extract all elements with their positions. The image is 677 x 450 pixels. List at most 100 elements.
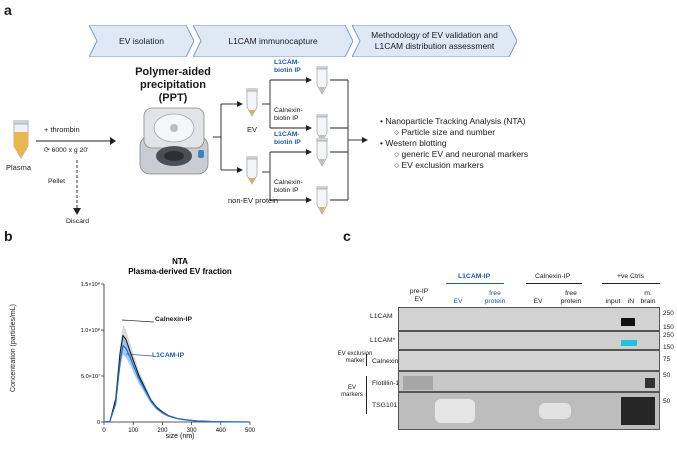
mw-marker: 75 <box>663 356 671 363</box>
x-tick-label: 500 <box>245 428 256 434</box>
step-methodology: Methodology of EV validation and L1CAM d… <box>352 25 517 57</box>
ppt-title: Polymer-aided precipitation (PPT) <box>118 66 228 105</box>
band <box>621 318 635 326</box>
methods-subitem: ○ Particle size and number <box>394 127 496 137</box>
col-ev-l1cam: EV <box>453 298 463 305</box>
band <box>403 376 433 390</box>
x-tick-label: 400 <box>216 428 227 434</box>
centrifuge-speed-label: ⟳ 6000 x g 20' <box>44 147 89 154</box>
chart-title: NTA <box>172 257 188 266</box>
methods-item: • Nanoparticle Tracking Analysis (NTA) <box>380 116 526 126</box>
step-label: Methodology of EV validation and L1CAM d… <box>371 30 498 51</box>
ip-branch-connector-icon <box>262 77 312 203</box>
annotation-leader-lines-icon <box>121 319 155 357</box>
ip-label-l1cam-top: L1CAM- biotin IP <box>274 59 301 74</box>
x-tick-label: 0 <box>102 428 106 434</box>
nta-chart: NTA Plasma-derived EV fraction 0 100 200 30… <box>81 257 256 440</box>
blot-row-flotillin <box>398 371 660 392</box>
blot-row-calnexin <box>398 350 660 371</box>
row-label-tsg101: TSG101 <box>372 402 398 409</box>
spin-icon: ⟳ <box>44 147 52 154</box>
side-label-ev-markers: EV markers <box>341 385 363 398</box>
methods-subitem: ○ EV exclusion markers <box>394 160 484 170</box>
mw-marker: 250 <box>663 332 674 339</box>
methods-list: • Nanoparticle Tracking Analysis (NTA) ○… <box>380 116 650 171</box>
blot-row-l1cam-star <box>398 331 660 350</box>
col-m-brain: m. brain <box>640 290 656 305</box>
side-rule-ev-markers <box>366 376 367 414</box>
step-label: L1CAM immunocapture <box>228 35 318 46</box>
col-group-l1cam-rule <box>446 283 504 284</box>
ev-label: EV <box>247 125 258 134</box>
methods-item: • Western blotting <box>380 138 447 148</box>
non-ev-tube-icon <box>246 156 258 185</box>
blot-row-tsg101 <box>398 392 660 430</box>
chart-xlabel: size (nm) <box>166 433 195 440</box>
ip-result-tube-icon <box>316 186 328 215</box>
x-tick-label: 100 <box>128 428 139 434</box>
col-group-l1cam-ip: L1CAM-IP <box>458 273 491 280</box>
row-label-l1cam-star: L1CAM* <box>370 337 396 344</box>
ppt-title-line: Polymer-aided <box>135 66 211 78</box>
y-tick-label: 5.0×10⁷ <box>81 373 100 380</box>
col-free-protein-calnexin: free protein <box>560 290 582 305</box>
plasma-label: Plasma <box>6 163 32 172</box>
ip-result-tube-icon <box>316 138 328 167</box>
ev-tube-icon <box>246 88 258 117</box>
panel-b-letter: b <box>4 228 13 244</box>
row-label-calnexin: Calnexin <box>372 358 399 365</box>
ip-label-calnexin-top: Calnexin- biotin IP <box>274 107 303 122</box>
step-ev-isolation: EV isolation <box>89 25 194 57</box>
x-tick-label: 200 <box>157 428 168 434</box>
ip-label-calnexin-bottom: Calnexin- biotin IP <box>274 179 303 194</box>
arrow-to-centrifuge-icon <box>36 137 116 145</box>
col-group-calnexin-ip: Calnexin-IP <box>535 273 571 280</box>
series-line-l1cam <box>103 344 251 423</box>
chart-ylabel: Concentration (particles/mL) <box>10 304 17 392</box>
y-tick-label: 0 <box>97 420 100 426</box>
mw-marker: 250 <box>663 310 674 317</box>
mw-marker: 50 <box>663 372 671 379</box>
col-group-calnexin-rule <box>526 283 582 284</box>
col-group-ctrls-rule <box>602 283 660 284</box>
annot-l1cam-ip: L1CAM-IP <box>152 352 185 359</box>
y-tick-label: 1.0×10⁸ <box>81 327 100 334</box>
methods-subitem: ○ generic EV and neuronal markers <box>394 149 529 159</box>
side-rule-exclusion <box>366 354 367 366</box>
step-l1cam-immunocapture: L1CAM immunocapture <box>193 25 353 57</box>
step-label: EV isolation <box>119 35 164 46</box>
band <box>645 378 655 388</box>
col-free-protein-l1cam: free protein <box>484 290 506 305</box>
ppt-title-line: precipitation <box>139 79 206 91</box>
col-group-ctrls: +ve Ctrls <box>617 273 645 280</box>
ip-result-tube-icon <box>316 66 328 95</box>
row-label-flotillin: Flotillin-1 <box>372 380 400 387</box>
mw-marker: 50 <box>663 398 671 405</box>
band <box>621 340 637 346</box>
band <box>435 399 475 423</box>
panel-c-letter: c <box>343 228 351 244</box>
merge-bracket-icon <box>330 79 368 201</box>
blot-row-l1cam <box>398 307 660 331</box>
chart-subtitle: Plasma-derived EV fraction <box>128 267 232 276</box>
plasma-tube-icon <box>13 120 29 159</box>
split-connector-icon <box>213 101 243 173</box>
ip-label-l1cam-bottom: L1CAM- biotin IP <box>274 131 301 146</box>
mw-marker: 150 <box>663 344 674 351</box>
row-label-l1cam: L1CAM <box>370 313 393 320</box>
discard-label: Discard <box>66 218 90 225</box>
centrifuge-icon <box>139 107 209 175</box>
non-ev-label: non-EV protein <box>228 196 279 205</box>
ppt-title-line: (PPT) <box>158 92 188 104</box>
thrombin-label: + thrombin <box>44 125 80 134</box>
pellet-arrow-icon <box>73 160 81 215</box>
col-pre-ip-ev: pre-IP EV <box>409 288 429 303</box>
col-in: iN <box>627 298 635 305</box>
annot-calnexin-ip: Calnexin-IP <box>155 316 193 323</box>
side-label-exclusion: EV exclusion marker <box>337 351 373 364</box>
x-tick-label: 300 <box>187 428 198 434</box>
pellet-label: Pellet <box>48 178 66 185</box>
col-input: input <box>605 298 621 305</box>
col-ev-calnexin: EV <box>533 298 543 305</box>
panel-a-letter: a <box>4 2 12 18</box>
